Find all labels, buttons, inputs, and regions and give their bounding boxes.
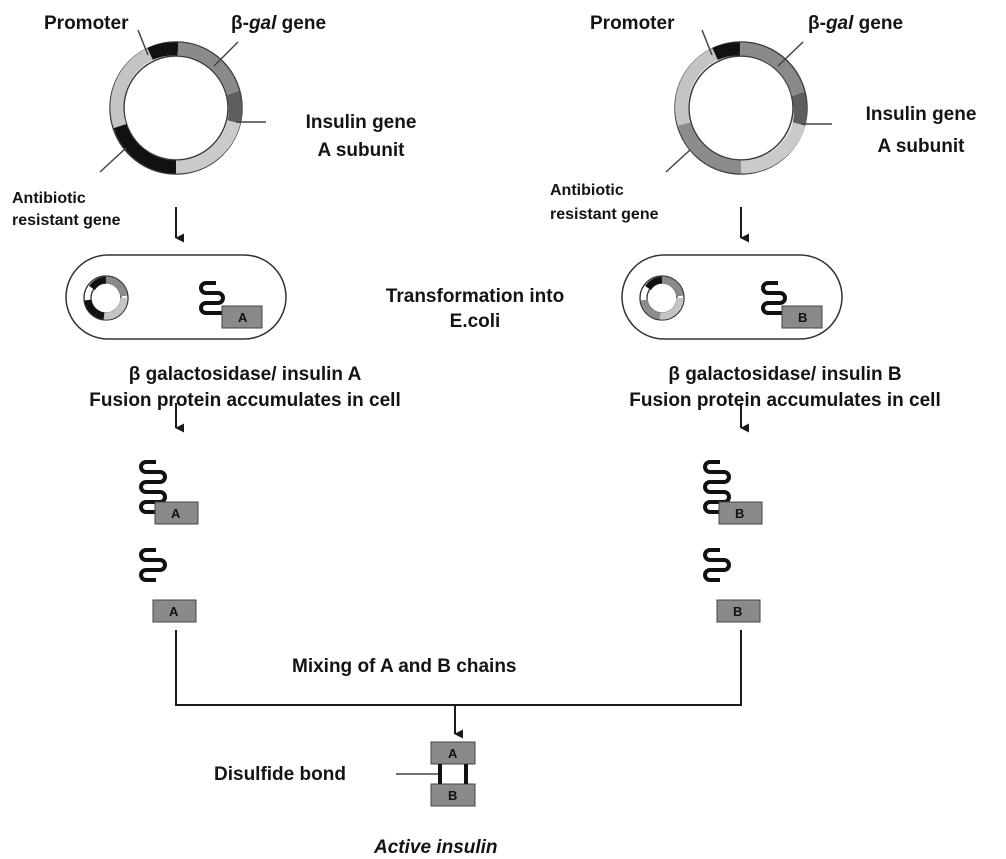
left-plasmid-insulin-segment xyxy=(226,91,242,124)
left-cell-chain-letter: A xyxy=(238,310,248,325)
disulfide-label: Disulfide bond xyxy=(214,764,346,785)
right-cleaved-chain: B xyxy=(703,548,761,623)
right-fusion-letter: B xyxy=(735,506,744,521)
right-fusion-protein: B xyxy=(703,460,763,525)
right-bgal-gene-label: β-gal gene xyxy=(808,13,904,34)
right-insulin-gene-label: Insulin gene A subunit xyxy=(865,104,977,157)
active-insulin-molecule: A B xyxy=(396,741,476,807)
right-plasmid-light-segment-2 xyxy=(675,48,719,126)
right-cell-chain-box xyxy=(781,305,823,329)
active-insulin-label: Active insulin xyxy=(374,837,498,858)
left-plasmid-light-segment-2 xyxy=(110,48,154,129)
left-chain-letter: A xyxy=(169,604,179,619)
transformation-label: Transformation into E.coli xyxy=(385,286,565,332)
left-cleaved-chain: A xyxy=(139,548,197,623)
right-plasmid-insulin-segment xyxy=(791,92,807,126)
left-insulin-gene-label: Insulin gene A subunit xyxy=(305,112,417,161)
mixing-label: Mixing of A and B chains xyxy=(292,656,517,677)
left-plasmid-promoter-segment xyxy=(147,42,179,61)
left-promoter-label: Promoter xyxy=(44,13,129,34)
right-promoter-label: Promoter xyxy=(590,13,675,34)
left-fusion-protein: A xyxy=(139,460,199,525)
right-cell-chain-letter: B xyxy=(798,310,807,325)
insulin-chain-a-letter: A xyxy=(448,746,458,761)
insulin-chain-b-letter: B xyxy=(448,788,457,803)
left-plasmid-bgal-segment xyxy=(177,42,240,95)
right-plasmid-light-segment-1 xyxy=(740,121,806,174)
left-antibiotic-label: Antibiotic resistant gene xyxy=(12,190,121,229)
mixing-bracket xyxy=(175,630,742,706)
left-cell-coil xyxy=(199,281,225,315)
left-cell-chain-box xyxy=(221,305,263,329)
right-plasmid-bgal-segment xyxy=(739,42,805,96)
left-plasmid-light-segment-1 xyxy=(175,120,241,174)
right-plasmid xyxy=(665,29,832,175)
left-plasmid xyxy=(99,29,266,175)
left-fusion-label: β galactosidase/ insulin A Fusion protei… xyxy=(89,364,401,411)
right-antibiotic-label: Antibiotic resistant gene xyxy=(550,182,659,223)
right-plasmid-promoter-segment xyxy=(712,42,741,61)
right-fusion-label: β galactosidase/ insulin B Fusion protei… xyxy=(629,364,941,411)
right-chain-letter: B xyxy=(733,604,742,619)
left-fusion-letter: A xyxy=(171,506,181,521)
left-plasmid-antibiotic-segment xyxy=(113,123,177,174)
right-ecoli-cell: B xyxy=(621,254,843,340)
right-plasmid-antibiotic-segment xyxy=(677,121,742,174)
left-bgal-gene-label: β-gal gene xyxy=(231,13,327,34)
left-ecoli-cell: A xyxy=(65,254,287,340)
right-cell-coil xyxy=(761,281,787,315)
